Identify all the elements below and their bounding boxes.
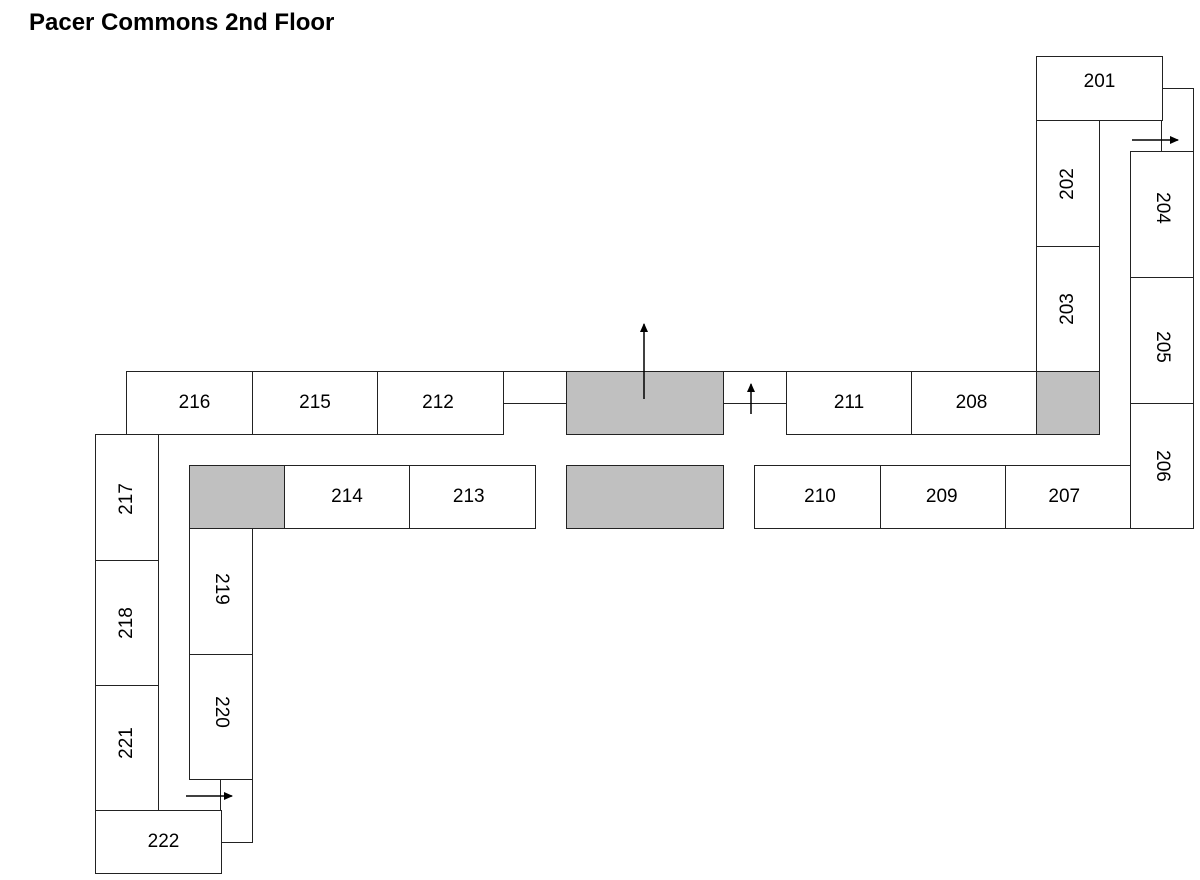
stair-strip-southwest	[220, 778, 253, 843]
connector-west	[503, 371, 567, 404]
room-label: 215	[299, 392, 331, 413]
room-205[interactable]: 205	[1130, 277, 1194, 404]
room-label: 221	[116, 727, 137, 759]
room-label: 222	[147, 831, 180, 852]
room-210[interactable]: 210	[754, 465, 881, 529]
stair-strip-northeast	[1161, 88, 1194, 153]
room-label: 208	[955, 392, 988, 413]
room-label: 213	[452, 486, 485, 507]
room-label: 218	[116, 607, 137, 639]
room-207[interactable]: 207	[1005, 465, 1131, 529]
room-201[interactable]: 201	[1036, 56, 1163, 121]
room-label: 203	[1057, 293, 1078, 325]
service-area-west	[189, 465, 285, 529]
room-label: 217	[116, 482, 137, 515]
service-area-east	[1036, 371, 1100, 435]
room-202[interactable]: 202	[1036, 120, 1100, 247]
room-label: 216	[178, 392, 211, 413]
room-label: 210	[804, 486, 836, 507]
room-208[interactable]: 208	[911, 371, 1037, 435]
page-title: Pacer Commons 2nd Floor	[29, 9, 335, 36]
room-216[interactable]: 216	[126, 371, 253, 435]
service-area-center-south	[566, 465, 724, 529]
room-label: 220	[211, 696, 232, 728]
room-label: 206	[1152, 450, 1173, 482]
room-label: 205	[1152, 330, 1173, 363]
room-204[interactable]: 204	[1130, 151, 1194, 278]
room-220[interactable]: 220	[189, 654, 253, 780]
room-212[interactable]: 212	[377, 371, 504, 435]
room-label: 212	[422, 392, 454, 413]
room-213[interactable]: 213	[409, 465, 536, 529]
room-label: 211	[833, 392, 865, 413]
room-203[interactable]: 203	[1036, 246, 1100, 372]
room-217[interactable]: 217	[95, 434, 159, 561]
room-label: 204	[1152, 192, 1173, 225]
service-area-center-north	[566, 371, 724, 435]
room-label: 214	[331, 486, 363, 507]
room-209[interactable]: 209	[880, 465, 1006, 529]
room-218[interactable]: 218	[95, 560, 159, 686]
room-222[interactable]: 222	[95, 810, 222, 874]
room-label: 219	[211, 573, 232, 605]
room-215[interactable]: 215	[252, 371, 378, 435]
room-221[interactable]: 221	[95, 685, 159, 811]
room-214[interactable]: 214	[284, 465, 410, 529]
room-211[interactable]: 211	[786, 371, 912, 435]
room-label: 209	[925, 486, 958, 507]
room-206[interactable]: 206	[1130, 403, 1194, 529]
room-label: 207	[1048, 486, 1081, 507]
room-label: 202	[1057, 167, 1078, 200]
connector-east	[723, 371, 787, 404]
room-219[interactable]: 219	[189, 528, 253, 655]
room-label: 201	[1083, 71, 1116, 93]
